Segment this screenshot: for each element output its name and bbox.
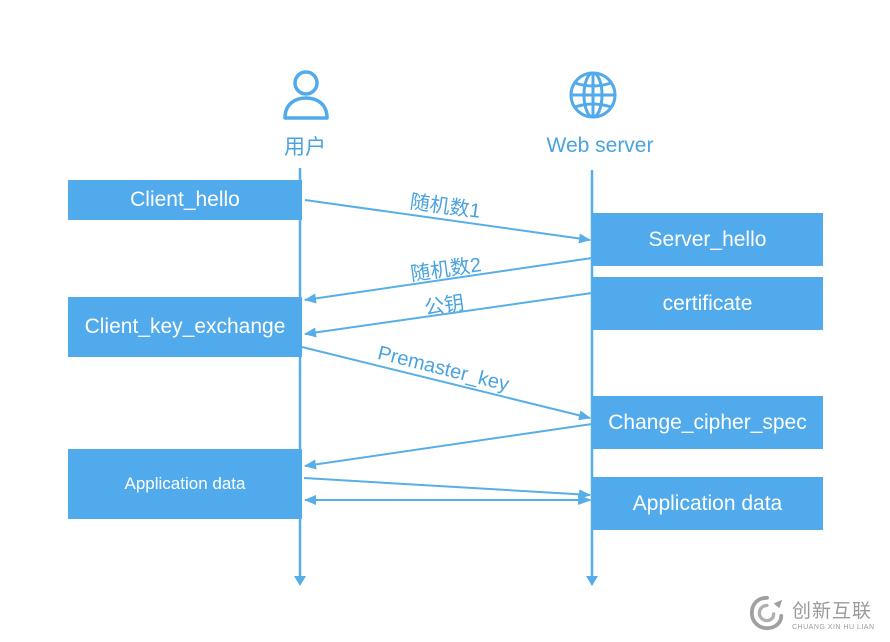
watermark: 创新互联 CHUANG XIN HU LIAN: [748, 586, 888, 640]
arrow-premaster-key: [301, 346, 591, 421]
change-cipher-spec-label: Change_cipher_spec: [608, 410, 807, 434]
server-hello-box: Server_hello: [592, 213, 823, 266]
user-icon: [283, 70, 329, 120]
arrow-public-key: [304, 292, 593, 338]
watermark-brand-cn: 创新互联: [792, 600, 873, 622]
arrow-change-cipher-spec: [304, 423, 593, 470]
arrow-random1: [304, 199, 591, 244]
client-hello-box: Client_hello: [68, 180, 302, 220]
client-hello-label: Client_hello: [130, 188, 240, 211]
globe-icon: [569, 71, 617, 119]
message-public-key-label: 公钥: [423, 292, 466, 320]
arrow-application-data-to-server: [303, 477, 591, 500]
client-key-exchange-label: Client_key_exchange: [84, 315, 286, 338]
server-actor-label: Web server: [546, 134, 654, 157]
arrow-random2: [304, 257, 593, 304]
certificate-box: certificate: [592, 277, 823, 330]
server-hello-label: Server_hello: [648, 227, 767, 251]
client-application-data-box: Application data: [68, 449, 302, 519]
arrow-application-data-to-server-2-head: [578, 495, 592, 505]
swirl-logo-icon: [749, 595, 784, 631]
client-key-exchange-box: Client_key_exchange: [68, 297, 302, 357]
server-lifeline-end-arrow: [586, 576, 598, 586]
server-application-data-box: Application data: [592, 477, 823, 530]
watermark-brand-en: CHUANG XIN HU LIAN: [792, 623, 875, 631]
certificate-label: certificate: [662, 291, 753, 315]
user-actor-label: 用户: [284, 136, 326, 159]
client-application-data-label: Application data: [124, 474, 246, 493]
server-application-data-label: Application data: [632, 491, 783, 515]
user-lifeline-end-arrow: [294, 576, 306, 586]
change-cipher-spec-box: Change_cipher_spec: [592, 396, 823, 449]
